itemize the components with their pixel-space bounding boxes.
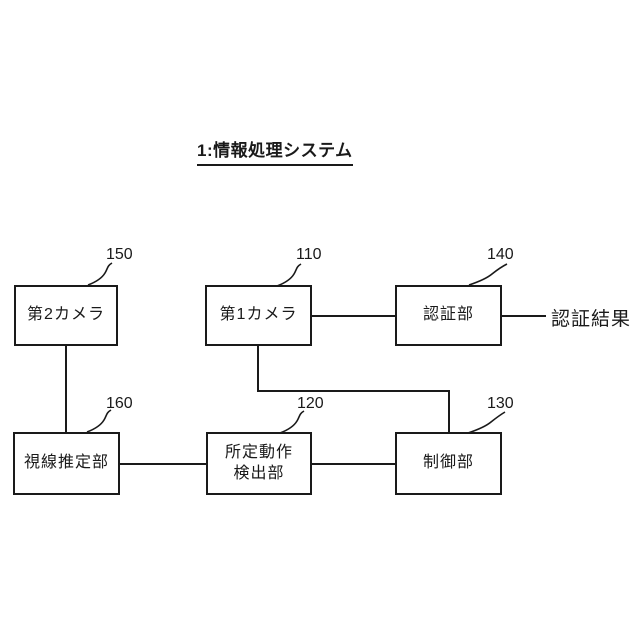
leader-110: [276, 263, 302, 287]
leader-120: [279, 410, 305, 434]
ref-label-110: 110: [296, 246, 322, 263]
block-second-camera-label: 第2カメラ: [27, 306, 105, 324]
block-motion-label-line2: 検出部: [233, 464, 285, 482]
ref-label-140: 140: [487, 246, 514, 263]
block-authentication-unit-label: 認証部: [422, 306, 474, 324]
leader-140: [468, 263, 508, 286]
block-control-unit-label: 制御部: [422, 454, 474, 472]
block-gaze-estimation-unit-label: 視線推定部: [23, 454, 109, 472]
block-gaze-estimation-unit: 視線推定部: [13, 432, 120, 495]
ref-label-160: 160: [106, 395, 133, 412]
output-label-auth-result: 認証結果: [551, 309, 632, 330]
block-predetermined-motion-detection-unit: 所定動作 検出部: [206, 432, 312, 495]
leader-150: [87, 262, 113, 286]
ref-label-150: 150: [106, 246, 133, 263]
ref-label-120: 120: [297, 395, 324, 412]
block-second-camera: 第2カメラ: [14, 285, 118, 346]
block-first-camera: 第1カメラ: [205, 285, 312, 346]
leader-160: [86, 409, 112, 433]
block-authentication-unit: 認証部: [395, 285, 502, 346]
block-motion-label-line1: 所定動作: [224, 443, 293, 461]
block-control-unit: 制御部: [395, 432, 502, 495]
ref-label-130: 130: [487, 395, 514, 412]
figure-title: 1:情報処理システム: [197, 136, 353, 166]
block-first-camera-label: 第1カメラ: [219, 306, 298, 324]
leader-130: [467, 411, 506, 434]
connector-camera1-control: [257, 345, 450, 432]
